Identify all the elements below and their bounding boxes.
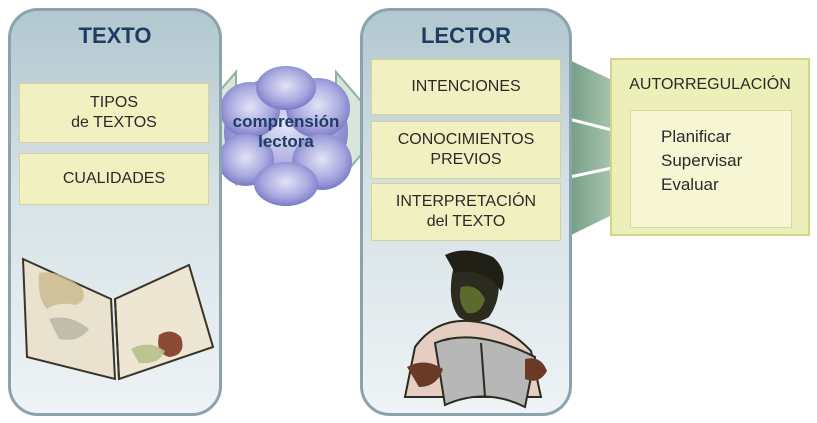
funnel-divider <box>564 166 613 180</box>
open-book-illustration <box>21 257 215 381</box>
planificar-item: Planificar <box>661 127 731 146</box>
conocimientos-previos-box: CONOCIMIENTOS PREVIOS <box>371 121 561 179</box>
cualidades-label: CUALIDADES <box>62 170 166 187</box>
lectora-word: lectora <box>258 132 314 152</box>
interpretacion-label: INTERPRETACIÓN <box>395 193 537 210</box>
previos-label: PREVIOS <box>430 151 502 168</box>
texto-title: TEXTO <box>78 23 152 48</box>
funnel-divider <box>564 116 613 132</box>
supervisar-item: Supervisar <box>661 151 743 170</box>
texto-panel: TEXTO TIPOS de TEXTOS CUALIDADES <box>8 8 222 416</box>
cloud-shape <box>218 66 352 206</box>
cualidades-box: CUALIDADES <box>19 153 209 205</box>
funnel-connector <box>565 58 612 238</box>
autorregulacion-list: Planificar Supervisar Evaluar <box>630 110 792 228</box>
tipos-de-textos-box: TIPOS de TEXTOS <box>19 83 209 143</box>
intenciones-box: INTENCIONES <box>371 59 561 115</box>
tipos-label: TIPOS <box>89 94 138 111</box>
autorregulacion-box: AUTORREGULACIÓN Planificar Supervisar Ev… <box>610 58 810 236</box>
autorregulacion-title: AUTORREGULACIÓN <box>629 76 791 93</box>
del-texto-label: del TEXTO <box>426 213 506 230</box>
lector-panel: LECTOR INTENCIONES CONOCIMIENTOS PREVIOS… <box>360 8 572 416</box>
comprension-lectora-label: comprensión lectora <box>216 112 356 153</box>
comprension-word: comprensión <box>232 112 340 131</box>
lector-title: LECTOR <box>420 23 512 48</box>
evaluar-item: Evaluar <box>661 175 719 194</box>
de-textos-label: de TEXTOS <box>71 114 157 131</box>
interpretacion-box: INTERPRETACIÓN del TEXTO <box>371 183 561 241</box>
conocimientos-label: CONOCIMIENTOS <box>397 131 535 148</box>
intenciones-label: INTENCIONES <box>411 78 521 95</box>
reader-illustration <box>403 250 547 409</box>
